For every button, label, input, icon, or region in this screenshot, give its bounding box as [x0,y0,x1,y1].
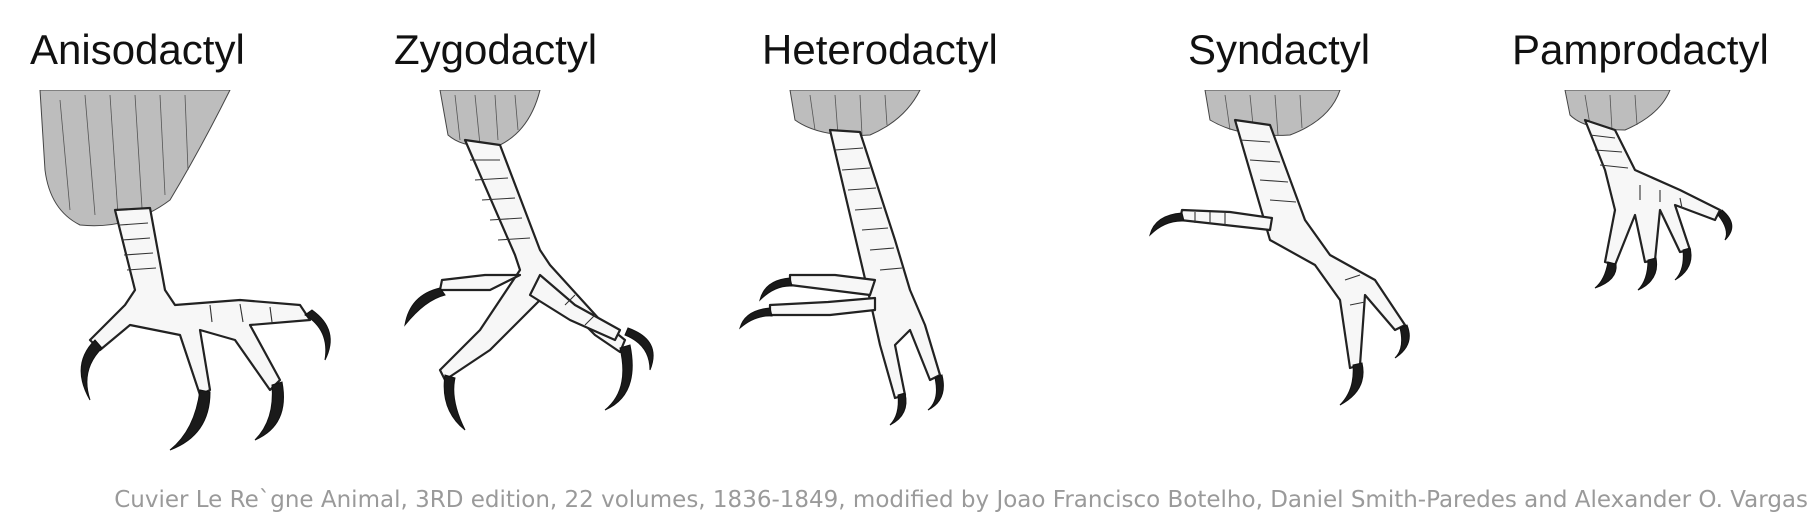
anisodactyl-foot-illustration [39,90,331,451]
panel-heterodactyl: Heterodactyl [730,0,1110,475]
panel-syndactyl: Syndactyl [1110,0,1490,475]
panel-zygodactyl: Zygodactyl [370,0,730,475]
pamprodactyl-foot-illustration [1564,90,1733,291]
panel-pamprodactyl: Pamprodactyl [1490,0,1814,475]
panel-anisodactyl: Anisodactyl [0,0,370,475]
foot-type-label-anisodactyl: Anisodactyl [30,26,245,73]
foot-type-label-heterodactyl: Heterodactyl [762,26,998,73]
foot-type-label-syndactyl: Syndactyl [1188,26,1371,73]
syndactyl-foot-illustration [1149,90,1410,406]
heterodactyl-foot-illustration [739,90,944,426]
foot-type-label-pamprodactyl: Pamprodactyl [1512,26,1769,73]
foot-type-label-zygodactyl: Zygodactyl [394,26,598,73]
source-caption: Cuvier Le Re`gne Animal, 3RD edition, 22… [114,487,1808,513]
zygodactyl-foot-illustration [404,90,654,431]
